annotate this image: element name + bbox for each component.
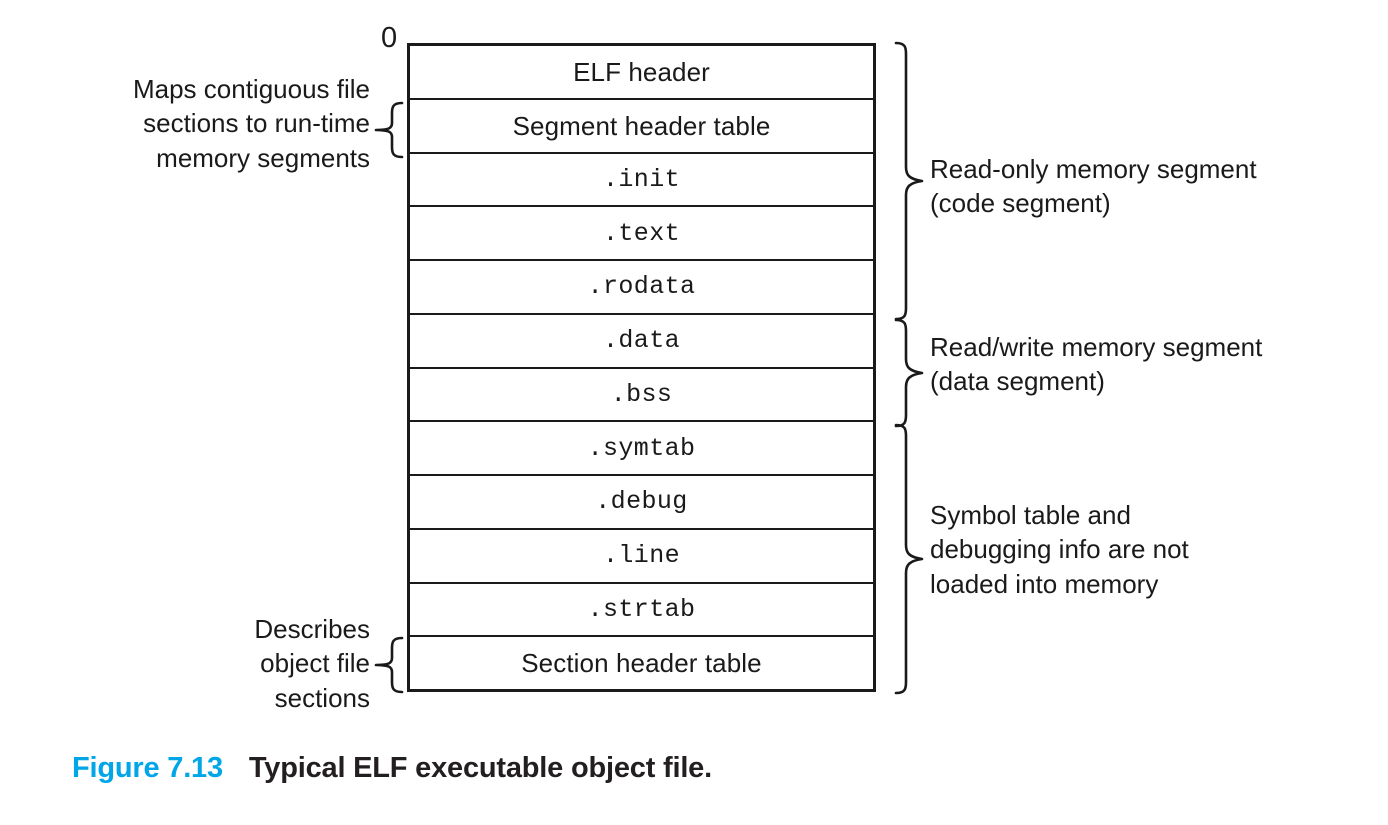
row-label-bss: .bss [610, 379, 673, 409]
row-label-debug: .debug [595, 487, 688, 517]
origin-offset-label: 0 [381, 22, 398, 54]
table-row: .bss [410, 368, 873, 423]
annotation-read-write-segment: Read/write memory segment (data segment) [930, 332, 1263, 397]
row-label-rodata: .rodata [587, 272, 696, 302]
table-row: .text [410, 207, 873, 261]
figure-caption: Figure 7.13 Typical ELF executable objec… [72, 752, 712, 785]
figure-caption-title: Typical ELF executable object file. [248, 752, 712, 784]
right-brace-code-segment [893, 40, 925, 322]
table-row: .symtab [410, 422, 873, 476]
row-label-init: .init [602, 164, 680, 194]
row-label-symtab: .symtab [587, 433, 696, 463]
table-row: .line [410, 529, 873, 584]
table-row: ELF header [410, 46, 873, 100]
row-label-data: .data [602, 326, 680, 356]
annotation-read-only-segment: Read-only memory segment (code segment) [930, 154, 1257, 219]
table-row: .rodata [410, 261, 873, 315]
left-brace-segment-header [373, 100, 405, 160]
table-row: .debug [410, 476, 873, 530]
right-brace-data-segment [893, 317, 925, 429]
row-label-section-header-table: Section header table [521, 648, 762, 679]
annotation-maps-segments: Maps contiguous file sections to run-tim… [132, 74, 370, 173]
table-row: Section header table [410, 637, 873, 689]
table-row: .strtab [410, 583, 873, 638]
right-brace-not-loaded [893, 422, 925, 696]
row-label-segment-header-table: Segment header table [512, 110, 771, 141]
table-row: .data [410, 314, 873, 369]
table-row: Segment header table [410, 99, 873, 154]
annotation-describes-sections: Describes object file sections [254, 614, 370, 713]
table-row: .init [410, 153, 873, 208]
figure-caption-number: Figure 7.13 [72, 752, 223, 784]
annotation-symbol-debug-not-loaded: Symbol table and debugging info are not … [930, 500, 1189, 599]
elf-sections-table: ELF header Segment header table .init .t… [407, 43, 876, 692]
row-label-text: .text [602, 218, 680, 248]
row-label-elf-header: ELF header [573, 56, 710, 87]
row-label-line: .line [602, 541, 680, 571]
row-label-strtab: .strtab [587, 594, 696, 624]
left-brace-section-header [373, 635, 405, 695]
